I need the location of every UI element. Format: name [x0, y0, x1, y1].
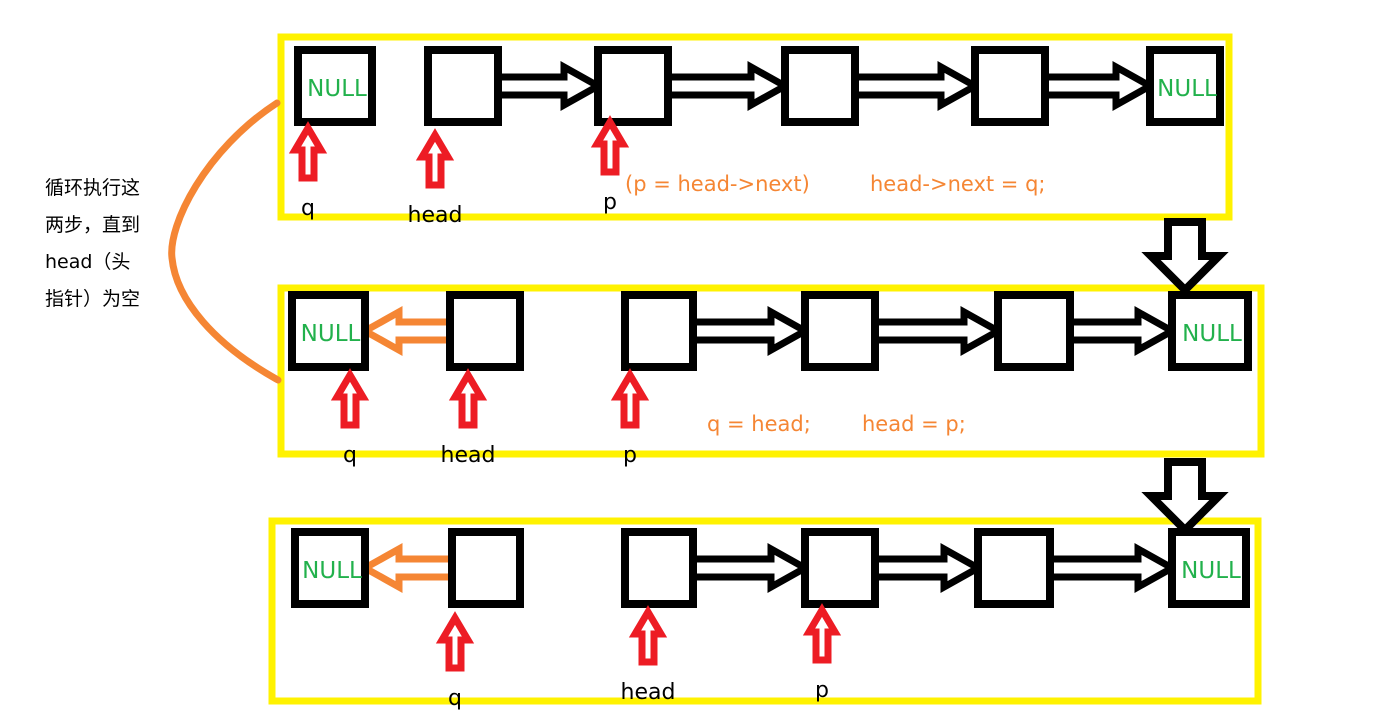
null-node-label: NULL	[1157, 76, 1217, 102]
code-annotation: q = head;	[707, 412, 811, 436]
list-node	[594, 46, 672, 126]
null-node-label: NULL	[307, 76, 367, 102]
pointer-arrow-head	[448, 368, 488, 429]
pointer-label-q: q	[301, 196, 315, 221]
pointer-arrow-q	[330, 368, 370, 429]
list-node	[971, 46, 1049, 126]
list-node	[448, 528, 524, 608]
loop-connector-curve	[168, 99, 282, 384]
pointer-label-head: head	[440, 443, 496, 468]
list-node	[974, 528, 1054, 608]
null-node	[291, 528, 369, 608]
list-node	[801, 528, 879, 608]
pointer-arrow-p	[590, 115, 630, 176]
null-node-label: NULL	[302, 558, 362, 584]
pointer-label-p: p	[623, 443, 637, 468]
reversed-link-arrow	[357, 543, 456, 593]
pointer-label-p: p	[603, 190, 617, 215]
pointer-arrow-head	[628, 605, 668, 666]
pointer-arrow-q	[435, 611, 475, 672]
pointer-label-q: q	[343, 443, 357, 468]
null-node-label: NULL	[300, 321, 361, 347]
step-arrow-2to3	[1141, 458, 1229, 536]
link-arrow	[689, 543, 813, 593]
link-arrow	[1066, 306, 1180, 356]
panel-2-frame	[277, 284, 1265, 458]
list-node	[994, 291, 1074, 371]
code-annotation: head->next = q;	[870, 172, 1046, 196]
link-arrow	[664, 61, 793, 111]
null-node	[1168, 291, 1252, 371]
list-node	[424, 46, 502, 126]
null-node-label: NULL	[1182, 321, 1242, 347]
null-node	[1146, 46, 1224, 126]
pointer-arrow-q	[288, 121, 328, 182]
link-arrow	[851, 61, 983, 111]
reversed-link-arrow	[357, 306, 454, 356]
loop-explanation-note: 循环执行这 两步，直到 head（头 指针）为空	[45, 177, 141, 311]
link-arrow	[1046, 543, 1180, 593]
code-annotation: (p = head->next)	[625, 172, 810, 196]
list-node	[446, 291, 524, 371]
null-node-label: NULL	[1181, 558, 1241, 584]
pointer-arrow-head	[415, 128, 455, 189]
pointer-label-p: p	[815, 678, 829, 703]
null-node	[1168, 528, 1250, 608]
pointer-arrow-p	[610, 368, 650, 429]
pointer-arrow-p	[802, 603, 842, 664]
step-arrow-1to2	[1141, 218, 1229, 296]
list-node	[781, 46, 859, 126]
pointer-label-head: head	[620, 680, 676, 705]
list-node	[801, 291, 879, 371]
link-arrow	[494, 61, 606, 111]
list-node	[621, 528, 697, 608]
list-node	[621, 291, 697, 371]
link-arrow	[689, 306, 813, 356]
link-arrow	[1041, 61, 1158, 111]
pointer-label-q: q	[448, 686, 462, 711]
panel-3-frame	[268, 517, 1262, 705]
link-arrow	[871, 543, 986, 593]
null-node	[294, 46, 376, 126]
panel-1-frame	[277, 33, 1233, 221]
null-node	[288, 291, 369, 371]
code-annotation: head = p;	[862, 412, 966, 436]
link-arrow	[871, 306, 1006, 356]
pointer-label-head: head	[407, 203, 463, 228]
